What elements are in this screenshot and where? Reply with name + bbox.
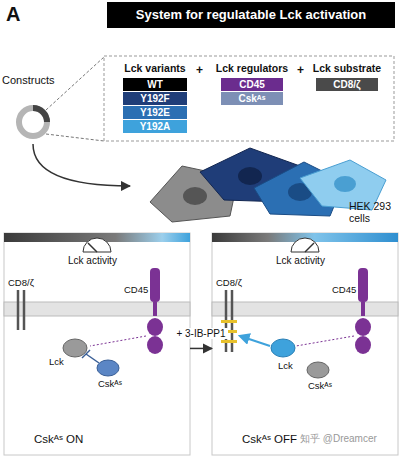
- regulator-box: Cskᴬˢ: [221, 92, 283, 105]
- phospho-arrow: [240, 336, 270, 346]
- molecule-label: CD45: [332, 284, 356, 295]
- gauge-label: Lck activity: [276, 255, 325, 266]
- node-text: Constructs: [2, 74, 55, 86]
- regulator-box: CD45: [221, 78, 283, 91]
- dephos-line: [90, 336, 146, 346]
- panel-frame: [212, 233, 398, 455]
- variant-box: Y192F: [123, 92, 187, 105]
- lck: [63, 339, 87, 357]
- inhibition-bar: [82, 350, 90, 358]
- molecule-label: CD8/ζ: [216, 277, 242, 288]
- state-panel: Cskᴬˢ ON: [4, 233, 190, 455]
- group-box: Lck regulatorsCD45Cskᴬˢ: [210, 62, 294, 108]
- itam: [221, 340, 237, 343]
- node-text: Lck substrate: [304, 62, 390, 74]
- cells-node: HEK 293 cells: [130, 142, 395, 230]
- node-text: Lck regulators: [210, 62, 294, 74]
- cd45-ecto: [150, 268, 160, 302]
- cd8-zeta: [23, 290, 26, 330]
- node-text: Cskᴬˢ OFF: [242, 433, 297, 445]
- zoom-line: [46, 134, 104, 141]
- node-text: Cskᴬˢ: [221, 92, 283, 105]
- construct-box: [104, 56, 394, 141]
- connector: [33, 144, 130, 186]
- gauge-needle: [88, 243, 97, 252]
- panel-frame: [4, 233, 190, 455]
- cd45-tm: [153, 302, 157, 316]
- cd8-zeta: [17, 290, 20, 330]
- dephos-line: [296, 336, 354, 346]
- molecule-label: Cskᴬˢ: [308, 380, 332, 391]
- node-text: Y192F: [123, 92, 187, 105]
- cd45-domain: [355, 318, 371, 336]
- node-text: CD45: [221, 78, 283, 91]
- variant-box: Y192A: [123, 120, 187, 133]
- cd45-ecto: [358, 268, 368, 302]
- nucleus: [183, 187, 207, 205]
- lck: [271, 339, 295, 357]
- edge-label: + 3-IB-PP1: [174, 328, 227, 339]
- node-text: Cskᴬˢ ON: [34, 433, 83, 445]
- itam: [221, 320, 237, 323]
- csk: [307, 362, 329, 378]
- title-banner: System for regulatable Lck activation: [107, 2, 395, 28]
- title-text: System for regulatable Lck activation: [107, 2, 395, 28]
- membrane: [212, 302, 398, 316]
- molecule-label: Cskᴬˢ: [98, 378, 122, 389]
- membrane: [4, 302, 190, 316]
- node-text: Lck variants: [116, 62, 194, 74]
- inhibition-line: [86, 354, 99, 363]
- molecule-label: CD45: [124, 284, 148, 295]
- cd45-tm: [361, 302, 365, 316]
- plus-sign: +: [297, 63, 304, 77]
- node-text: CD8/ζ: [316, 78, 378, 91]
- molecule-label: CD8/ζ: [8, 277, 34, 288]
- group-box: Lck variantsWTY192FY192EY192A: [116, 62, 194, 138]
- molecule-label: Lck: [49, 356, 64, 367]
- plasmid-node: Constructs: [2, 74, 64, 144]
- zoom-line: [46, 57, 104, 110]
- plus-sign: +: [196, 63, 203, 77]
- connector: [190, 348, 212, 350]
- variant-box: WT: [123, 78, 187, 91]
- cd45-domain: [147, 318, 163, 336]
- node-text: Y192E: [123, 106, 187, 119]
- molecule-label: Lck: [278, 360, 293, 371]
- gauge-label: Lck activity: [68, 255, 117, 266]
- cd45-domain: [355, 336, 371, 354]
- variant-box: Y192E: [123, 106, 187, 119]
- group-box: Lck substrateCD8/ζ: [304, 62, 390, 94]
- cd45-domain: [147, 336, 163, 354]
- gauge: [83, 238, 111, 252]
- plasmid-ring: [19, 108, 47, 136]
- gauge-needle: [305, 243, 314, 252]
- nucleus: [238, 167, 262, 185]
- watermark: 知乎 @Dreamcer: [300, 432, 377, 446]
- panel-letter: A: [6, 3, 20, 26]
- plasmid-insert: [33, 108, 47, 122]
- gauge: [291, 238, 319, 252]
- nucleus: [334, 176, 356, 192]
- state-panel: Cskᴬˢ OFF: [212, 233, 398, 455]
- substrate-box: CD8/ζ: [316, 78, 378, 91]
- csk: [97, 360, 119, 376]
- node-text: Y192A: [123, 120, 187, 133]
- node-text: HEK 293 cells: [349, 200, 393, 224]
- node-text: WT: [123, 78, 187, 91]
